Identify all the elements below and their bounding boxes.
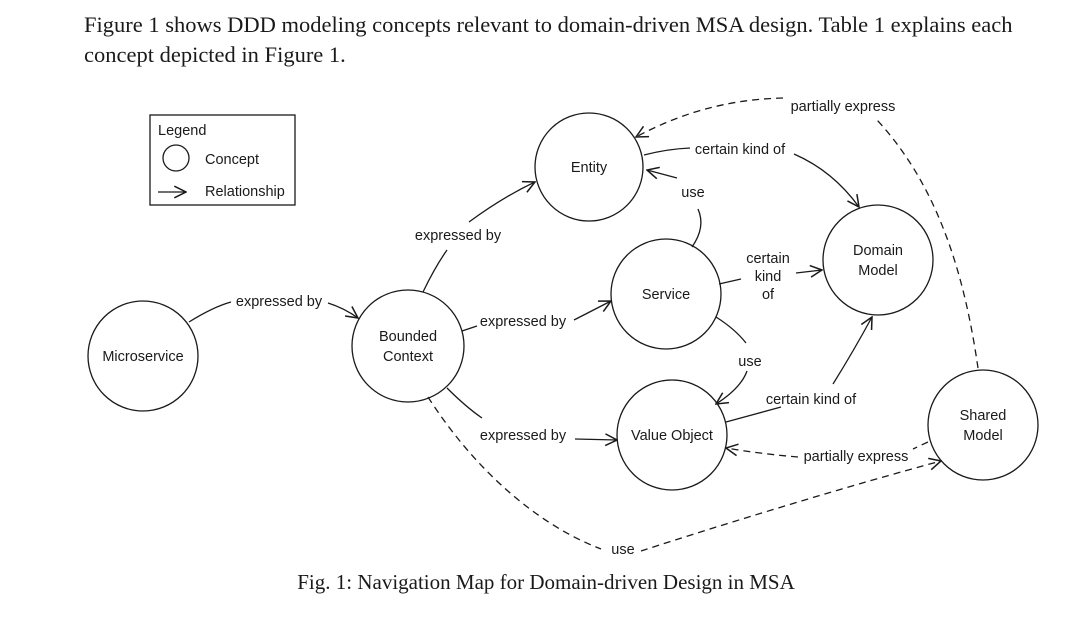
edge-label: expressed by (236, 294, 323, 310)
edge-arrow (716, 370, 748, 404)
figure-caption: Fig. 1: Navigation Map for Domain-driven… (297, 570, 795, 594)
node-value-object: Value Object (616, 379, 728, 491)
node-entity: Entity (534, 112, 644, 222)
edge-label: expressed by (480, 428, 567, 444)
edge-label: expressed by (480, 314, 567, 330)
edge-arrow (793, 153, 859, 207)
edge-line (422, 249, 448, 293)
edge-entity-domain-model: certain kind of (643, 142, 859, 207)
edge-arrow (574, 439, 617, 440)
edge-label: use (681, 185, 704, 201)
node-bounded-context: Bounded Context (351, 289, 465, 403)
node-label: Microservice (102, 349, 183, 365)
edge-shared-model-entity: partially express (636, 97, 979, 369)
legend-concept-label: Concept (205, 152, 259, 168)
edge-line (691, 208, 702, 248)
edge-bounded-context-service: expressed by (461, 301, 611, 332)
edge-service-value-object: use (715, 316, 762, 404)
edge-line (725, 406, 782, 423)
node-label: Domain (853, 243, 903, 259)
intro-paragraph: Figure 1 shows DDD modeling concepts rel… (84, 12, 1013, 67)
node-domain-model: Domain Model (822, 204, 934, 316)
edge-service-domain-model: certain kind of (718, 251, 822, 303)
legend-concept-icon (162, 144, 190, 172)
edge-arrow (647, 170, 678, 178)
legend-relationship-label: Relationship (205, 184, 285, 200)
node-label: Model (963, 428, 1003, 444)
edge-line (461, 325, 478, 332)
concept-circle (87, 300, 199, 412)
edge-line (446, 387, 483, 419)
concept-circle (610, 238, 722, 350)
edge-label: use (611, 542, 634, 558)
edge-line (718, 278, 742, 285)
edge-line (643, 147, 691, 156)
edge-label: partially express (804, 449, 909, 465)
node-label: Bounded (379, 329, 437, 345)
edge-bounded-context-entity: expressed by (415, 182, 535, 293)
edge-label: certain kind of (695, 142, 786, 158)
edge-label: certain kind of (766, 392, 857, 408)
node-service: Service (610, 238, 722, 350)
edge-line (427, 396, 602, 550)
node-shared-model: Shared Model (927, 369, 1039, 481)
edge-line (876, 119, 979, 369)
node-microservice: Microservice (87, 300, 199, 412)
edge-shared-model-value-object: partially express (726, 441, 929, 465)
node-label: Entity (571, 160, 608, 176)
edge-service-entity: use (647, 170, 705, 248)
edge-arrow (726, 448, 799, 458)
edge-bounded-context-value-object: expressed by (446, 387, 617, 444)
edge-arrow (573, 301, 611, 321)
edge-line (715, 316, 747, 344)
legend-box (149, 114, 296, 206)
edge-label: certain (746, 251, 790, 267)
node-label: Model (858, 263, 898, 279)
edge-line (188, 301, 232, 323)
edge-arrow (640, 461, 941, 552)
concept-circle (534, 112, 644, 222)
edge-line (912, 441, 929, 450)
edge-bounded-context-shared-model: use (427, 396, 941, 558)
edge-arrow (832, 317, 872, 385)
legend-title: Legend (158, 123, 206, 139)
edge-microservice-bounded-context: expressed by (188, 294, 358, 323)
node-label: Shared (960, 408, 1007, 424)
node-label: Context (383, 349, 433, 365)
edge-value-object-domain-model: certain kind of (725, 317, 872, 423)
edge-label: use (738, 354, 761, 370)
concept-circle (822, 204, 934, 316)
edge-arrow (636, 97, 784, 137)
edge-arrow (327, 302, 358, 318)
edge-label: of (762, 287, 775, 303)
edge-label: expressed by (415, 228, 502, 244)
concept-circle (927, 369, 1039, 481)
node-label: Value Object (631, 428, 713, 444)
legend: Legend Concept Relationship (149, 114, 296, 206)
edge-arrow (468, 182, 535, 223)
concept-circle (616, 379, 728, 491)
concept-circle (351, 289, 465, 403)
node-label: Service (642, 287, 690, 303)
edge-label: partially express (791, 99, 896, 115)
edge-label: kind (755, 269, 782, 285)
edge-arrow (795, 270, 822, 273)
